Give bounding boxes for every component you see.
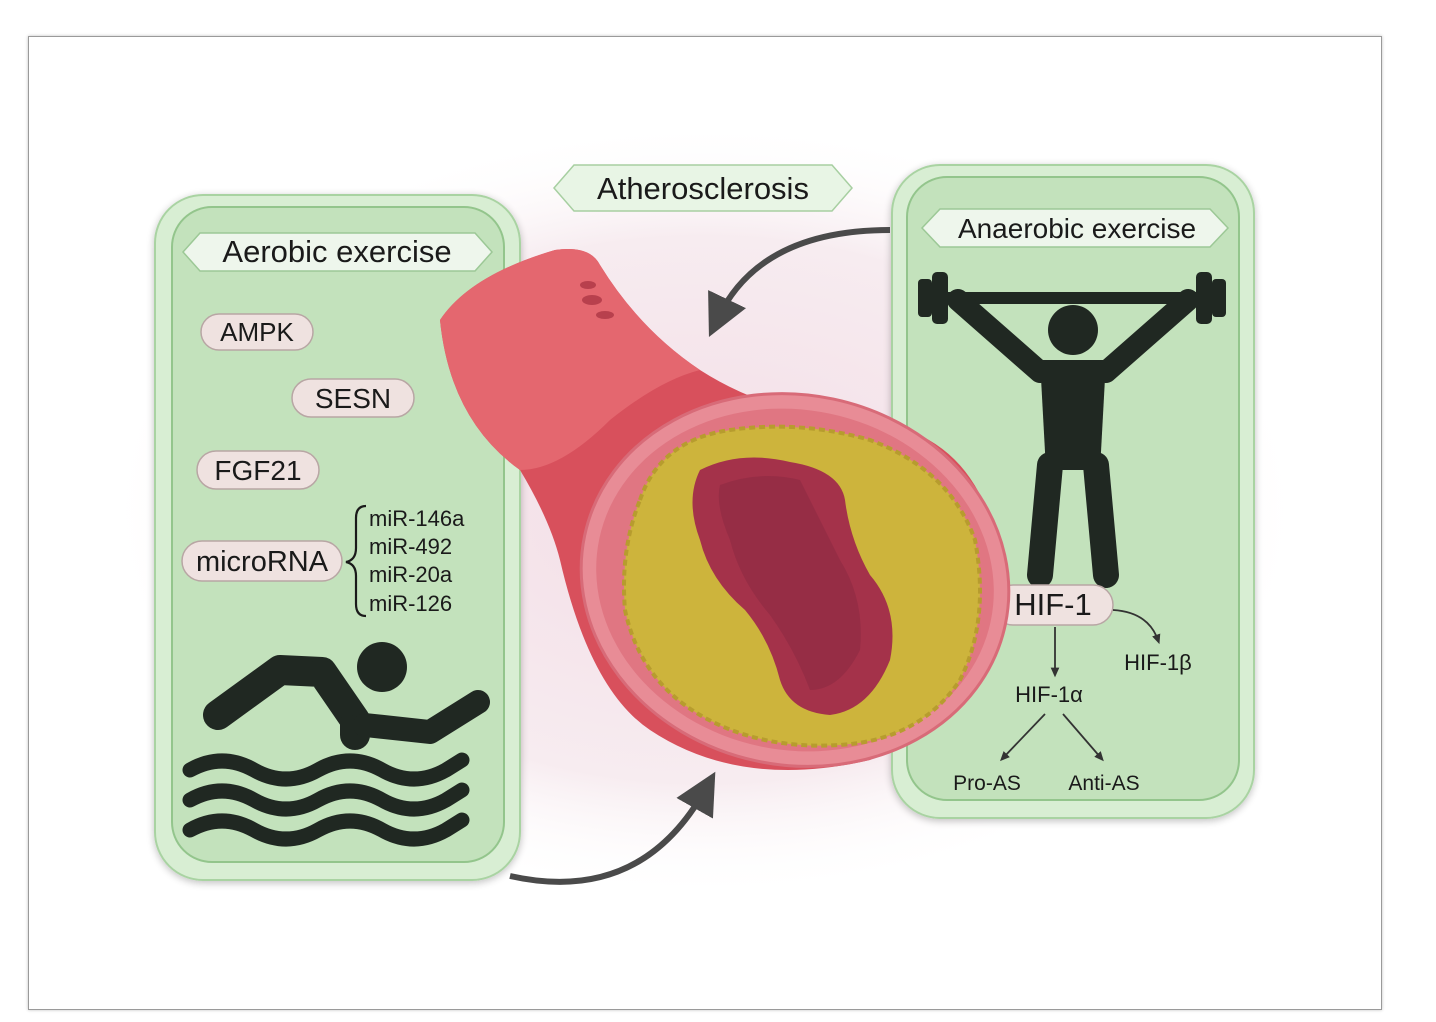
ampk-pill <box>200 313 314 351</box>
arrow-to-hif1b <box>1112 609 1161 645</box>
fgf21-label: FGF21 <box>214 455 301 486</box>
mirna-item: miR-146a <box>369 506 465 531</box>
hif1a-label: HIF-1α <box>1015 682 1083 707</box>
mirna-brace <box>345 504 367 618</box>
arrow-aerobic-to-artery <box>509 771 716 885</box>
microrna-pill <box>181 540 343 582</box>
atherosclerosis-title: Atherosclerosis <box>597 171 809 206</box>
pro-as-label: Pro-AS <box>953 772 1021 795</box>
ampk-label: AMPK <box>220 317 294 347</box>
artery-illustration <box>440 249 1011 770</box>
fgf21-pill <box>196 450 320 490</box>
wall-spot <box>580 281 596 289</box>
aerobic-panel: Aerobic exercise AMPK SESN FGF21 microRN… <box>154 194 521 881</box>
anti-as-label: Anti-AS <box>1068 772 1139 795</box>
wall-spot <box>582 295 602 305</box>
aerobic-title-banner <box>181 232 494 272</box>
atherosclerosis-banner <box>553 164 853 212</box>
mirna-item: miR-126 <box>369 591 452 616</box>
anaerobic-title: Anaerobic exercise <box>958 213 1196 244</box>
swimmer-icon <box>182 642 490 847</box>
hif1b-label: HIF-1β <box>1124 650 1192 675</box>
hif1-label: HIF-1 <box>1014 587 1092 622</box>
arrow-to-pro-as <box>1000 713 1046 762</box>
aerobic-title: Aerobic exercise <box>222 234 451 269</box>
mirna-item: miR-20a <box>369 562 453 587</box>
sesn-label: SESN <box>315 383 391 414</box>
anaerobic-title-banner <box>920 208 1230 248</box>
wall-spot <box>596 311 614 319</box>
arrow-anaerobic-to-artery <box>708 227 891 337</box>
sesn-pill <box>291 378 415 418</box>
microrna-label: microRNA <box>196 546 329 578</box>
arrow-to-anti-as <box>1062 713 1104 762</box>
weightlifter-icon <box>918 272 1226 588</box>
mirna-item: miR-492 <box>369 534 452 559</box>
